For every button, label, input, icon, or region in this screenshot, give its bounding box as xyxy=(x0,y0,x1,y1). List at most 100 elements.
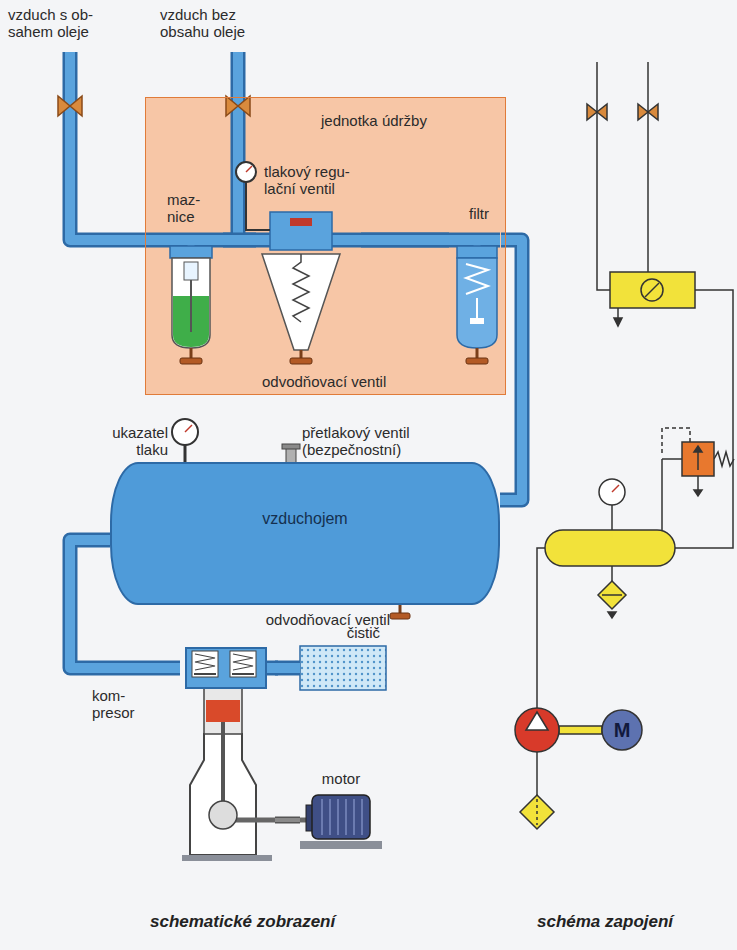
intake-filter: čistič xyxy=(300,624,386,692)
pipe xyxy=(70,52,500,668)
air-filter xyxy=(466,264,488,294)
circuit-symbols xyxy=(515,104,714,829)
part-label: přetlakový ventil (bezpečnostní) xyxy=(302,424,452,458)
air-filter xyxy=(457,246,497,364)
pipe xyxy=(233,52,243,240)
air-pipe xyxy=(275,663,300,673)
air-pipe xyxy=(500,240,522,500)
air-pipe xyxy=(223,240,256,241)
node-label: kom- presor xyxy=(92,687,154,721)
circuit-symbols xyxy=(614,318,622,326)
caption: schéma zapojení xyxy=(537,912,673,932)
pipe-label: vzduch bez obsahu oleje xyxy=(160,6,272,40)
circuit-lines xyxy=(537,548,545,708)
circuit-lines xyxy=(611,566,613,581)
intake-filter-box xyxy=(300,646,386,690)
air-tank: vzduchojem xyxy=(110,462,500,605)
circuit-lines xyxy=(611,505,613,530)
circuit-symbols xyxy=(515,708,559,752)
tank-fittings xyxy=(185,425,192,432)
lubricator xyxy=(180,358,202,364)
motor: motor xyxy=(300,770,382,855)
circuit-lines xyxy=(697,476,699,490)
circuit-lines xyxy=(675,290,733,548)
pipe-label: vzduch s ob- sahem oleje xyxy=(8,6,108,40)
compressor-drawing xyxy=(194,673,216,675)
part-label: odvodňovací ventil xyxy=(262,373,386,390)
circuit-symbols xyxy=(536,799,538,825)
caption: schematické zobrazení xyxy=(150,912,335,932)
circuit-symbols xyxy=(608,612,616,618)
circuit-lines xyxy=(661,459,663,530)
pressure-regulator xyxy=(270,212,332,250)
part-label: ukazatel tlaku xyxy=(88,424,168,458)
air-filter xyxy=(476,298,478,318)
lubricator xyxy=(170,246,212,364)
air-pipe xyxy=(275,661,300,676)
circuit-lines xyxy=(597,62,610,290)
air-pipe xyxy=(275,668,300,669)
circuit-lines xyxy=(662,458,682,460)
circuit-symbols xyxy=(599,479,625,505)
circuit-symbols xyxy=(559,726,602,734)
air-pipe xyxy=(500,240,522,500)
circuit-symbols xyxy=(610,272,695,308)
motor-drawing xyxy=(322,799,362,835)
circuit-symbols xyxy=(587,104,607,120)
compressor-drawing xyxy=(233,654,253,670)
circuit-lines xyxy=(714,452,734,466)
drive-shaft xyxy=(275,817,300,824)
circuit-symbols xyxy=(602,710,642,750)
circuit-lines xyxy=(617,308,619,318)
lubricator: maz- nice xyxy=(161,181,223,386)
compressor-drawing xyxy=(186,648,266,688)
pressure-regulator xyxy=(236,162,256,182)
node-label: maz- nice xyxy=(167,191,212,225)
air-filter xyxy=(466,358,488,364)
air-filter xyxy=(470,318,484,324)
circuit-symbols xyxy=(598,581,626,609)
motor-drawing xyxy=(300,795,382,849)
pressure-regulator xyxy=(293,254,309,322)
shut-off-valve xyxy=(58,96,82,116)
pressure-regulator xyxy=(300,350,303,358)
compressor-drawing xyxy=(230,651,256,677)
circuit-symbols xyxy=(612,485,619,492)
compressor-drawing xyxy=(206,700,240,722)
drive-shaft xyxy=(275,820,300,821)
node-label: filtr xyxy=(469,205,489,222)
motor-drawing xyxy=(300,841,382,849)
circuit-symbols xyxy=(682,442,714,476)
node-label: motor xyxy=(300,770,382,787)
pressure-regulator xyxy=(246,166,252,172)
lubricator xyxy=(190,348,193,358)
circuit-lines xyxy=(537,62,734,795)
circuit-symbols xyxy=(602,594,622,596)
air-pipe xyxy=(361,233,449,248)
air-pipe xyxy=(361,235,449,245)
compressor-drawing xyxy=(221,722,225,808)
air-pipe xyxy=(361,240,449,241)
node-label: vzduchojem xyxy=(112,510,498,527)
tank-fittings xyxy=(390,613,410,619)
circuit-symbols xyxy=(645,283,659,297)
pressure-regulator xyxy=(290,218,312,226)
circuit-symbols xyxy=(641,279,663,301)
lubricator xyxy=(172,258,210,348)
compressor-drawing xyxy=(209,801,237,829)
circuit-lines xyxy=(536,752,538,795)
air-pipe xyxy=(223,233,256,248)
compressor-drawing xyxy=(232,673,254,675)
motor-drawing xyxy=(312,795,370,839)
compressor-drawing xyxy=(195,654,215,670)
circuit-lines xyxy=(647,62,649,272)
compressor-drawing xyxy=(182,855,272,861)
air-filter xyxy=(476,348,479,358)
circuit-symbols xyxy=(545,530,675,566)
lubricator xyxy=(170,246,212,258)
air-filter xyxy=(457,258,497,348)
shut-off-valve xyxy=(58,96,250,116)
compressor-drawing xyxy=(192,651,218,677)
motor-symbol-letter: M xyxy=(611,719,633,741)
